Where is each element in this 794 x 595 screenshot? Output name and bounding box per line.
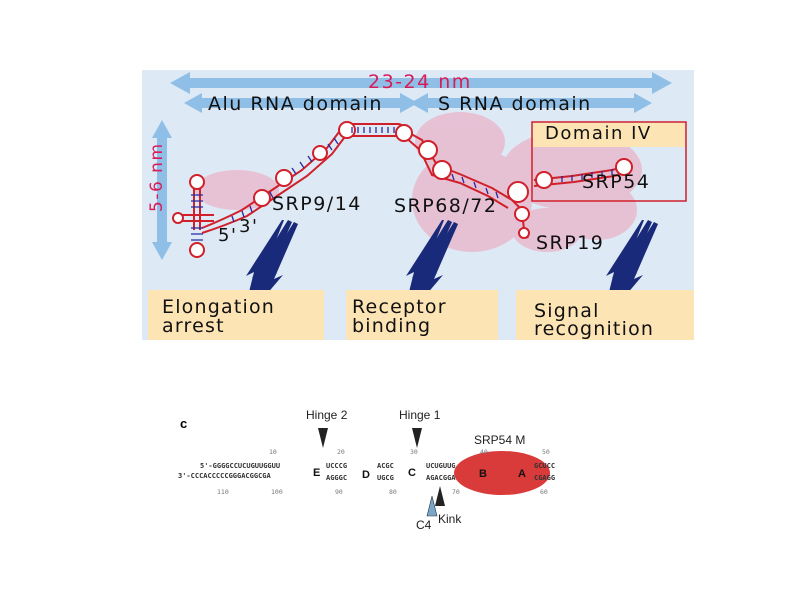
nt-number-80: 80	[389, 488, 397, 496]
nt-number-30: 30	[410, 448, 418, 456]
srp-structure-panel: 23-24 nm Alu RNA domain S RNA domain 5-6…	[142, 70, 694, 340]
nt-number-60: 60	[540, 488, 548, 496]
srp914-label: SRP9/14	[272, 193, 362, 215]
function-line1: Signal	[534, 300, 600, 322]
panel-letter: c	[180, 416, 188, 431]
stem-top-e: UCCCG	[326, 462, 347, 470]
domain-iv-header	[533, 123, 685, 147]
stem-top-c: ACGC	[377, 462, 394, 470]
c4-pointer	[426, 495, 438, 517]
srp54m-label: SRP54 M	[474, 433, 526, 447]
height-label: 5-6 nm	[147, 142, 167, 212]
stem-bottom-e: AGGGC	[326, 474, 347, 482]
hinge2-pointer	[318, 428, 328, 448]
stem-bottom-a: CGAGG	[534, 474, 555, 482]
receptor-pointer	[406, 220, 458, 302]
nt-number-100: 100	[271, 488, 283, 496]
stem-top-b: UCUGUUG	[426, 462, 456, 470]
srp54m-binding-oval	[454, 451, 550, 495]
receptor-binding-box: Receptor binding	[346, 290, 498, 340]
elongation-arrest-box: Elongation arrest	[148, 290, 324, 340]
alu-domain-label: Alu RNA domain	[208, 93, 383, 115]
nt-number-90: 90	[335, 488, 343, 496]
elongation-pointer	[246, 220, 298, 302]
srp54-label: SRP54	[582, 171, 651, 193]
stem-top-a: GCUCC	[534, 462, 555, 470]
nt-number-20: 20	[337, 448, 345, 456]
height-arrow	[152, 120, 172, 260]
hinge1-pointer	[412, 428, 422, 448]
s-domain-arrow	[410, 93, 652, 113]
nt-number-70: 70	[452, 488, 460, 496]
signal-pointer	[606, 220, 658, 302]
function-line2: binding	[352, 315, 432, 337]
five-prime-label: 5'	[218, 225, 238, 246]
three-prime-label: 3'	[239, 216, 259, 237]
domain-iv-frame	[531, 121, 687, 202]
kink-label: Kink	[438, 512, 462, 526]
signal-recognition-box: Signal recognition	[516, 290, 694, 340]
s-domain-label: S RNA domain	[438, 93, 592, 115]
length-label: 23-24 nm	[368, 71, 472, 93]
seq-top: 5'-GGGGCCUCUGUUGGUU	[200, 462, 280, 470]
seq-bottom: 3'-CCCACCCCCGGGACGGCGA	[178, 472, 272, 480]
hinge2-label: Hinge 2	[306, 408, 348, 422]
nt-number-50: 50	[542, 448, 550, 456]
alu-domain-arrow	[184, 93, 418, 113]
helix-c: C	[408, 467, 416, 479]
kink-pointer	[435, 486, 445, 506]
function-line1: Elongation	[162, 296, 276, 318]
nt-number-40: 40	[480, 448, 488, 456]
srp6872-label: SRP68/72	[394, 195, 498, 217]
stem-bottom-b: AGACGGA	[426, 474, 456, 482]
nt-number-10: 10	[269, 448, 277, 456]
c4-label: C4	[416, 518, 432, 532]
helix-a: A	[518, 468, 526, 480]
srp19-label: SRP19	[536, 232, 605, 254]
helix-b: B	[479, 468, 487, 480]
nt-number-110: 110	[217, 488, 229, 496]
length-arrow	[170, 72, 672, 94]
srp-secondary-structure-panel: c Hinge 2 Hinge 1 SRP54 M C4 Kink 5'-GGG…	[170, 400, 600, 540]
domain-iv-label: Domain IV	[545, 123, 652, 144]
secondary-structure-diagram: 5'-GGGGCCUCUGUUGGUU 3'-CCCACCCCCGGGACGGC…	[178, 428, 555, 517]
srp-structure-diagram	[152, 72, 687, 302]
function-line2: arrest	[162, 315, 225, 337]
rna-loops	[172, 121, 633, 258]
function-line1: Receptor	[352, 296, 447, 318]
helix-e: E	[313, 467, 320, 479]
stem-bottom-c: UGCG	[377, 474, 394, 482]
hinge1-label: Hinge 1	[399, 408, 441, 422]
helix-d: D	[362, 469, 370, 481]
function-line2: recognition	[534, 318, 655, 340]
base-pair-ticks	[191, 127, 613, 241]
